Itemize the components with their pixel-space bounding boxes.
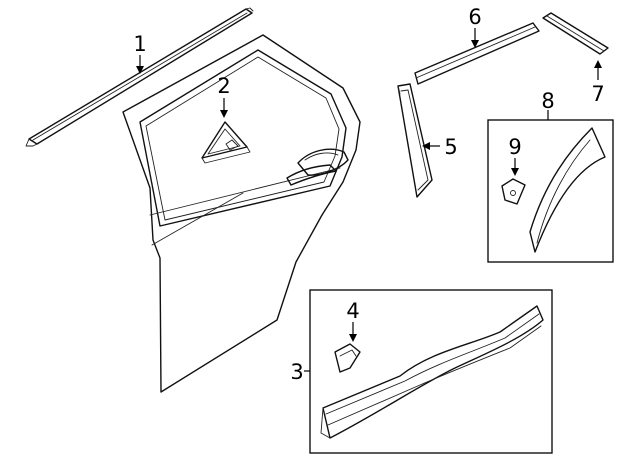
frame-molding-rear-icon <box>542 12 609 55</box>
leader-lines <box>136 28 602 372</box>
corner-trim-icon <box>201 121 251 164</box>
wheel-arch-molding-assembly-icon <box>487 119 614 263</box>
callout-7: 7 <box>591 82 604 106</box>
clip-icon <box>501 178 526 205</box>
callout-5: 5 <box>444 135 457 159</box>
callout-8: 8 <box>541 89 554 113</box>
callout-3: 3 <box>290 360 303 384</box>
callout-4: 4 <box>346 299 359 323</box>
callout-9: 9 <box>508 135 521 159</box>
callout-6: 6 <box>468 5 481 29</box>
belt-molding-icon <box>25 7 254 147</box>
clip-icon <box>334 343 361 373</box>
frame-molding-icon <box>414 22 540 85</box>
rear-door-panel-icon <box>122 34 361 393</box>
callout-2: 2 <box>217 74 230 98</box>
pillar-applique-icon <box>397 83 433 198</box>
callout-1: 1 <box>133 32 146 56</box>
